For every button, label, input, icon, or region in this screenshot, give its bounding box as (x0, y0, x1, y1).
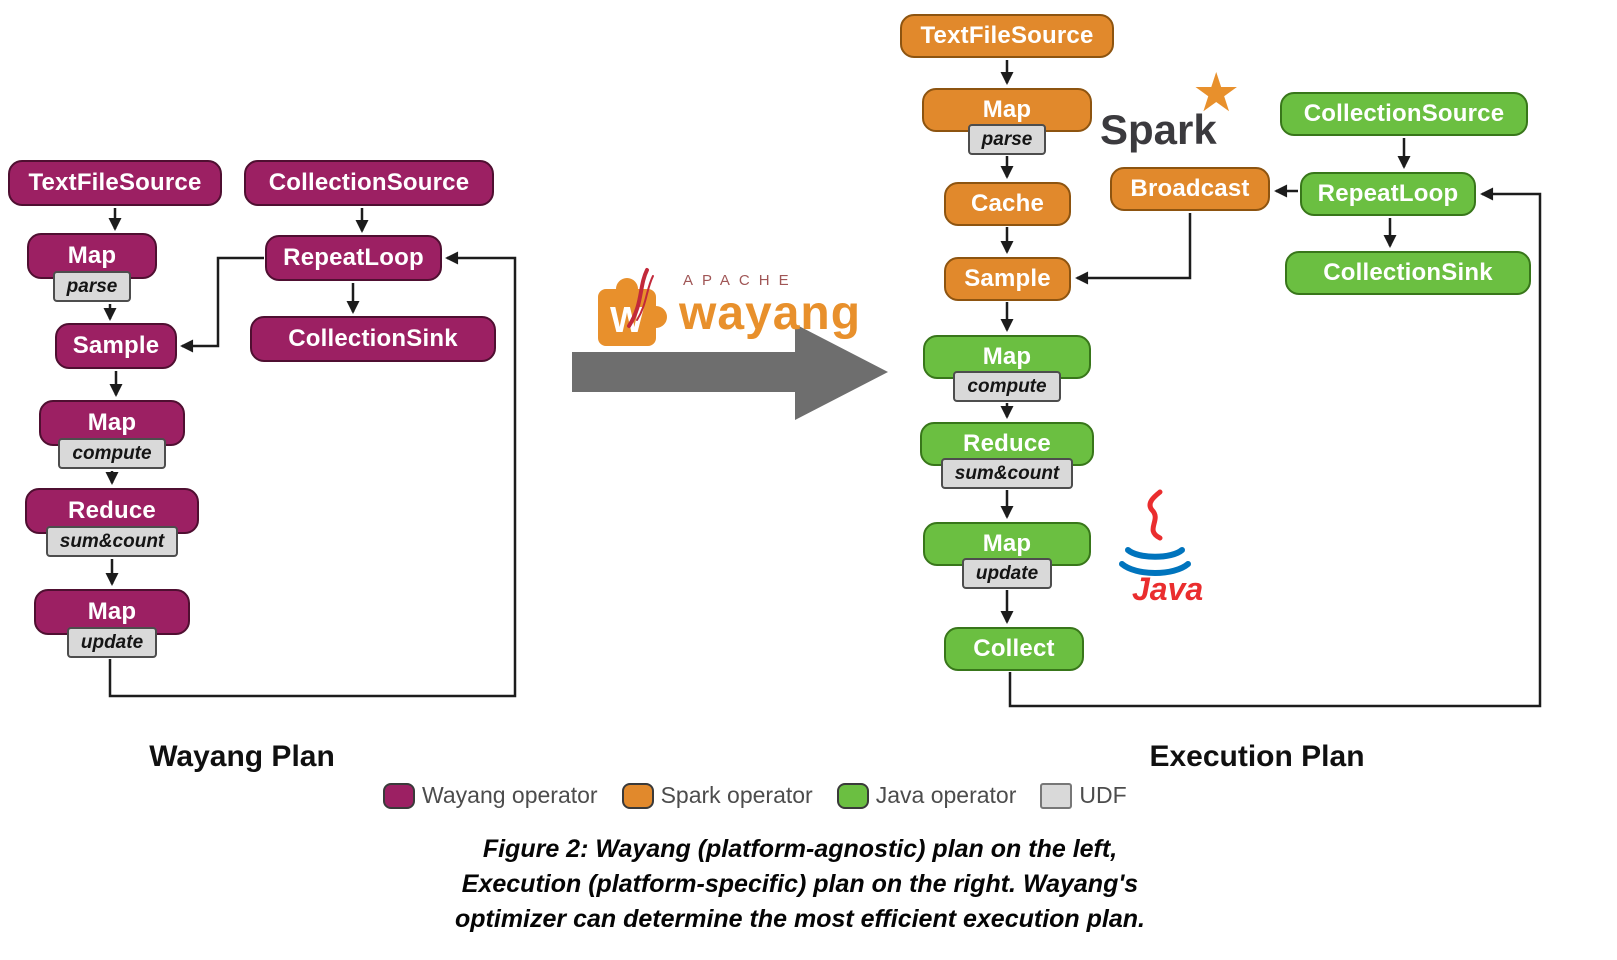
node-right-cache: Cache (944, 182, 1071, 226)
java-wordmark: Java (1132, 571, 1203, 606)
wayang-puzzle-icon: W (598, 268, 667, 346)
execution-plan-title: Execution Plan (1149, 740, 1365, 773)
legend-label: Java operator (875, 782, 1017, 808)
udf-tag-sumcount: sum&count (940, 458, 1074, 489)
node-right-map-update: Map update (923, 522, 1091, 589)
node-right-repeatloop: RepeatLoop (1300, 172, 1476, 216)
java-cup-icon: Java (1119, 489, 1203, 607)
udf-tag-compute: compute (953, 371, 1061, 402)
node-left-collectionsink: CollectionSink (250, 316, 496, 362)
spark-star-icon: ★ (1192, 63, 1241, 123)
node-left-map-compute: Map compute (39, 400, 185, 469)
edge-right-broadcast-to-sample (1075, 213, 1192, 285)
udf-tag-parse: parse (52, 271, 132, 302)
spark-wordmark: Spark (1100, 106, 1217, 153)
caption-line-3: optimizer can determine the most efficie… (455, 905, 1145, 933)
node-right-sample: Sample (944, 257, 1071, 301)
spark-logo: ★ Spark (1098, 66, 1258, 157)
legend-item-spark: Spark operator (621, 782, 813, 809)
wayang-operator-swatch (383, 782, 415, 809)
caption-line-1: Figure 2: Wayang (platform-agnostic) pla… (482, 835, 1118, 863)
node-left-repeatloop: RepeatLoop (265, 235, 442, 281)
legend-item-wayang: Wayang operator (383, 782, 598, 809)
caption-line-2: Execution (platform-specific) plan on th… (461, 870, 1139, 898)
udf-tag-compute: compute (58, 438, 166, 469)
node-left-reduce: Reduce sum&count (25, 488, 199, 557)
node-left-textfilesource: TextFileSource (8, 160, 222, 206)
legend: Wayang operator Spark operator Java oper… (383, 782, 1127, 809)
legend-label: Spark operator (660, 782, 813, 808)
node-right-collectionsink: CollectionSink (1285, 251, 1531, 295)
figure-caption: Figure 2: Wayang (platform-agnostic) pla… (355, 832, 1245, 937)
spark-operator-swatch (621, 782, 654, 809)
wayang-plan-title: Wayang Plan (149, 740, 335, 773)
udf-tag-update: update (961, 558, 1053, 589)
node-left-sample: Sample (55, 323, 177, 369)
node-right-collectionsource: CollectionSource (1280, 92, 1528, 136)
node-left-collectionsource: CollectionSource (244, 160, 494, 206)
node-left-map-update: Map update (34, 589, 190, 658)
node-right-collect: Collect (944, 627, 1084, 671)
node-left-map-parse: Map parse (27, 233, 157, 302)
apache-wayang-logo: W APACHE wayang (583, 264, 861, 350)
legend-item-java: Java operator (836, 782, 1017, 809)
udf-tag-sumcount: sum&count (45, 526, 179, 557)
node-right-broadcast: Broadcast (1110, 167, 1270, 211)
node-right-textfilesource: TextFileSource (900, 14, 1114, 58)
operator-label: Map (923, 335, 1091, 379)
udf-swatch (1040, 782, 1073, 809)
legend-item-udf: UDF (1040, 782, 1127, 809)
java-operator-swatch (836, 782, 869, 809)
udf-tag-parse: parse (967, 124, 1047, 155)
wayang-wordmark: APACHE wayang (679, 264, 861, 339)
udf-tag-update: update (66, 627, 158, 658)
node-right-map-compute: Map compute (923, 335, 1091, 402)
legend-label: Wayang operator (422, 782, 598, 808)
wayang-label: wayang (679, 287, 862, 340)
java-logo: Java (1108, 486, 1208, 607)
node-right-reduce: Reduce sum&count (920, 422, 1094, 489)
apache-label: APACHE (683, 272, 798, 289)
legend-label: UDF (1079, 782, 1127, 808)
node-right-map-parse: Map parse (922, 88, 1092, 155)
